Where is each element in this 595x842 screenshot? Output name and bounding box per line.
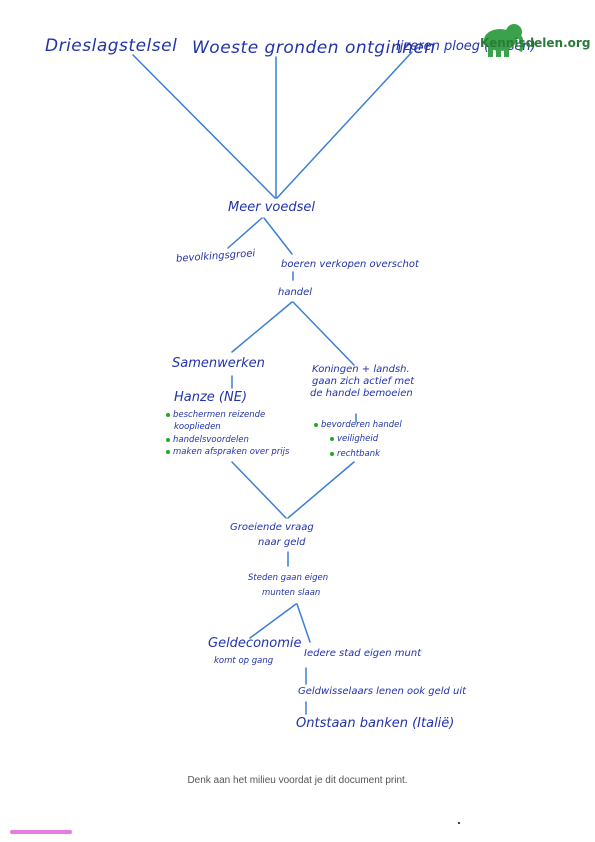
bullet-icon <box>330 451 334 456</box>
line-steden-geldeconomie <box>249 603 297 639</box>
hanze-item: maken afspraken over prijs <box>166 447 289 457</box>
hanze-item-continued: kooplieden <box>174 422 221 432</box>
node-geldwisselaars: Geldwisselaars lenen ook geld uit <box>298 686 467 697</box>
marker-stroke <box>10 830 72 834</box>
koningen-item-text: veiligheid <box>337 434 379 444</box>
logo-text: Kennisdelen.org <box>480 36 591 50</box>
node-hanze: Hanze (NE) <box>174 390 248 405</box>
node-koningen-line3: de handel bemoeien <box>310 388 413 399</box>
line-koningen-groeiende <box>287 461 355 519</box>
elephant-logo-icon <box>484 24 524 57</box>
hanze-item-text: maken afspraken over prijs <box>173 447 290 457</box>
node-steden-line1: Steden gaan eigen <box>248 573 329 583</box>
node-samenwerken: Samenwerken <box>172 356 265 371</box>
hanze-item-text: beschermen reizende <box>173 410 266 420</box>
bullet-icon <box>166 449 170 454</box>
line-handel-koningen <box>292 301 355 366</box>
line-handel-samenwerken <box>231 301 293 353</box>
line-voedsel-bevolking <box>227 217 263 249</box>
koningen-item-text: rechtbank <box>337 449 381 459</box>
node-iedere-stad: Iedere stad eigen munt <box>304 648 422 659</box>
hanze-item: beschermen reizende <box>166 410 265 420</box>
node-handel: handel <box>278 287 313 298</box>
node-koningen-line2: gaan zich actief met <box>312 376 415 387</box>
node-steden-line2: munten slaan <box>262 588 321 598</box>
line-hanze-groeiende <box>231 461 287 519</box>
hanze-item: handelsvoordelen <box>166 435 249 445</box>
node-meer-voedsel: Meer voedsel <box>228 200 315 215</box>
node-groeiende-line1: Groeiende vraag <box>230 522 314 533</box>
koningen-item: bevorderen handel <box>314 420 402 430</box>
node-boeren-verkopen: boeren verkopen overschot <box>281 259 419 270</box>
node-geldeconomie-line2: komt op gang <box>214 656 274 666</box>
node-ontstaan-banken: Ontstaan banken (Italië) <box>296 716 455 731</box>
line-ijzeren-voedsel <box>276 51 413 199</box>
node-geldeconomie-line1: Geldeconomie <box>208 636 302 651</box>
ink-speck <box>458 822 460 824</box>
footer-note: Denk aan het milieu voordat je dit docum… <box>187 775 408 786</box>
koningen-item: veiligheid <box>330 434 378 444</box>
bullet-icon <box>166 412 170 417</box>
node-drieslagstelsel: Drieslagstelsel <box>45 36 178 56</box>
node-groeiende-line2: naar geld <box>258 537 306 548</box>
bullet-icon <box>166 437 170 442</box>
bullet-icon <box>314 422 318 427</box>
hanze-item-text: handelsvoordelen <box>173 435 249 445</box>
koningen-item-text: bevorderen handel <box>321 420 402 430</box>
node-woeste-gronden: Woeste gronden ontginnen <box>192 38 436 58</box>
line-voedsel-boeren <box>263 217 293 255</box>
line-steden-iedere <box>296 603 311 643</box>
koningen-item: rechtbank <box>330 449 380 459</box>
node-koningen-line1: Koningen + landsh. <box>312 364 410 375</box>
bullet-icon <box>330 436 334 441</box>
line-drieslag-voedsel <box>132 54 276 199</box>
